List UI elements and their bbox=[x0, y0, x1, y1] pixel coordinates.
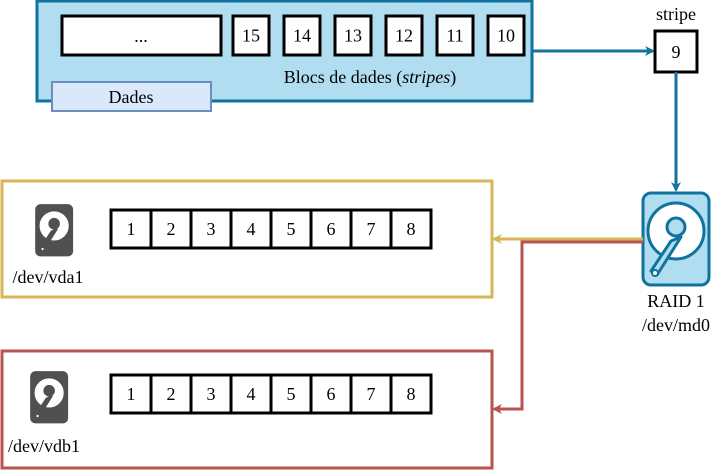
dades-label-box bbox=[51, 81, 212, 112]
disk-block bbox=[269, 373, 313, 415]
stripe-block-label: 14 bbox=[293, 26, 311, 46]
disk-block-label: 3 bbox=[207, 219, 216, 239]
disk-block bbox=[149, 208, 193, 250]
stripe-block bbox=[231, 14, 271, 57]
disk-block-label: 5 bbox=[287, 384, 296, 404]
stripe-block-label: 10 bbox=[497, 26, 515, 46]
disk-block bbox=[309, 373, 353, 415]
dades-label: Dades bbox=[109, 87, 154, 107]
disk-block-label: 6 bbox=[327, 219, 336, 239]
disk-block bbox=[269, 208, 313, 250]
disk-block bbox=[229, 208, 273, 250]
disk-vdb1: /dev/vdb1 1 2 3 4 5 6 7 8 bbox=[0, 349, 494, 470]
disk-block bbox=[189, 373, 233, 415]
disk-block-label: 7 bbox=[367, 219, 376, 239]
disk-block bbox=[109, 373, 153, 415]
disk-block-label: 4 bbox=[247, 219, 256, 239]
disk-block-label: 7 bbox=[367, 384, 376, 404]
stripe-block-label: 11 bbox=[446, 26, 463, 46]
stripe-label: stripe bbox=[656, 4, 696, 24]
stripe-block-label: 12 bbox=[395, 26, 413, 46]
stripe-block bbox=[282, 14, 322, 57]
disk-block bbox=[389, 373, 433, 415]
source-data-group: ... 15 14 13 12 11 10 Blocs de dades (stripes… bbox=[35, 0, 534, 112]
disk-icon bbox=[30, 371, 69, 424]
disk-block-label: 6 bbox=[327, 384, 336, 404]
stripe-block bbox=[384, 14, 424, 57]
disk-block bbox=[109, 208, 153, 250]
disk-block-label: 4 bbox=[247, 384, 256, 404]
disk-icon bbox=[35, 204, 74, 257]
stripe-value: 9 bbox=[672, 42, 681, 62]
disk-vda1: /dev/vda1 1 2 3 4 5 6 7 8 bbox=[0, 179, 494, 299]
disk-block bbox=[309, 208, 353, 250]
disk-block-label: 5 bbox=[287, 219, 296, 239]
raid-name: RAID 1 bbox=[647, 291, 705, 311]
ellipsis-label: ... bbox=[134, 26, 148, 46]
raid-device: /dev/md0 bbox=[642, 315, 710, 335]
disk-block-label: 1 bbox=[127, 219, 136, 239]
stripe-block bbox=[486, 14, 526, 57]
stripe-block bbox=[435, 14, 475, 57]
arrow-to-vdb1 bbox=[492, 240, 643, 414]
disk-block-label: 8 bbox=[407, 219, 416, 239]
stripe-block bbox=[333, 14, 373, 57]
raid-hdd-icon bbox=[641, 191, 711, 287]
disk-block bbox=[189, 208, 233, 250]
disk-block-label: 1 bbox=[127, 384, 136, 404]
disk-block bbox=[349, 208, 393, 250]
disk-block-label: 2 bbox=[167, 384, 176, 404]
disk-block bbox=[389, 208, 433, 250]
disk-block-label: 2 bbox=[167, 219, 176, 239]
stripe-block-label: 13 bbox=[344, 26, 362, 46]
disk-block bbox=[149, 373, 193, 415]
stripe-block-label: 15 bbox=[242, 26, 260, 46]
stripes-caption: Blocs de dades (stripes) bbox=[284, 67, 456, 88]
disk-device-label: /dev/vdb1 bbox=[8, 436, 80, 456]
disk-block-label: 3 bbox=[207, 384, 216, 404]
stripe-block bbox=[653, 29, 699, 74]
disk-block-label: 8 bbox=[407, 384, 416, 404]
ellipsis-block bbox=[60, 14, 223, 57]
disk-device-label: /dev/vda1 bbox=[13, 267, 84, 287]
